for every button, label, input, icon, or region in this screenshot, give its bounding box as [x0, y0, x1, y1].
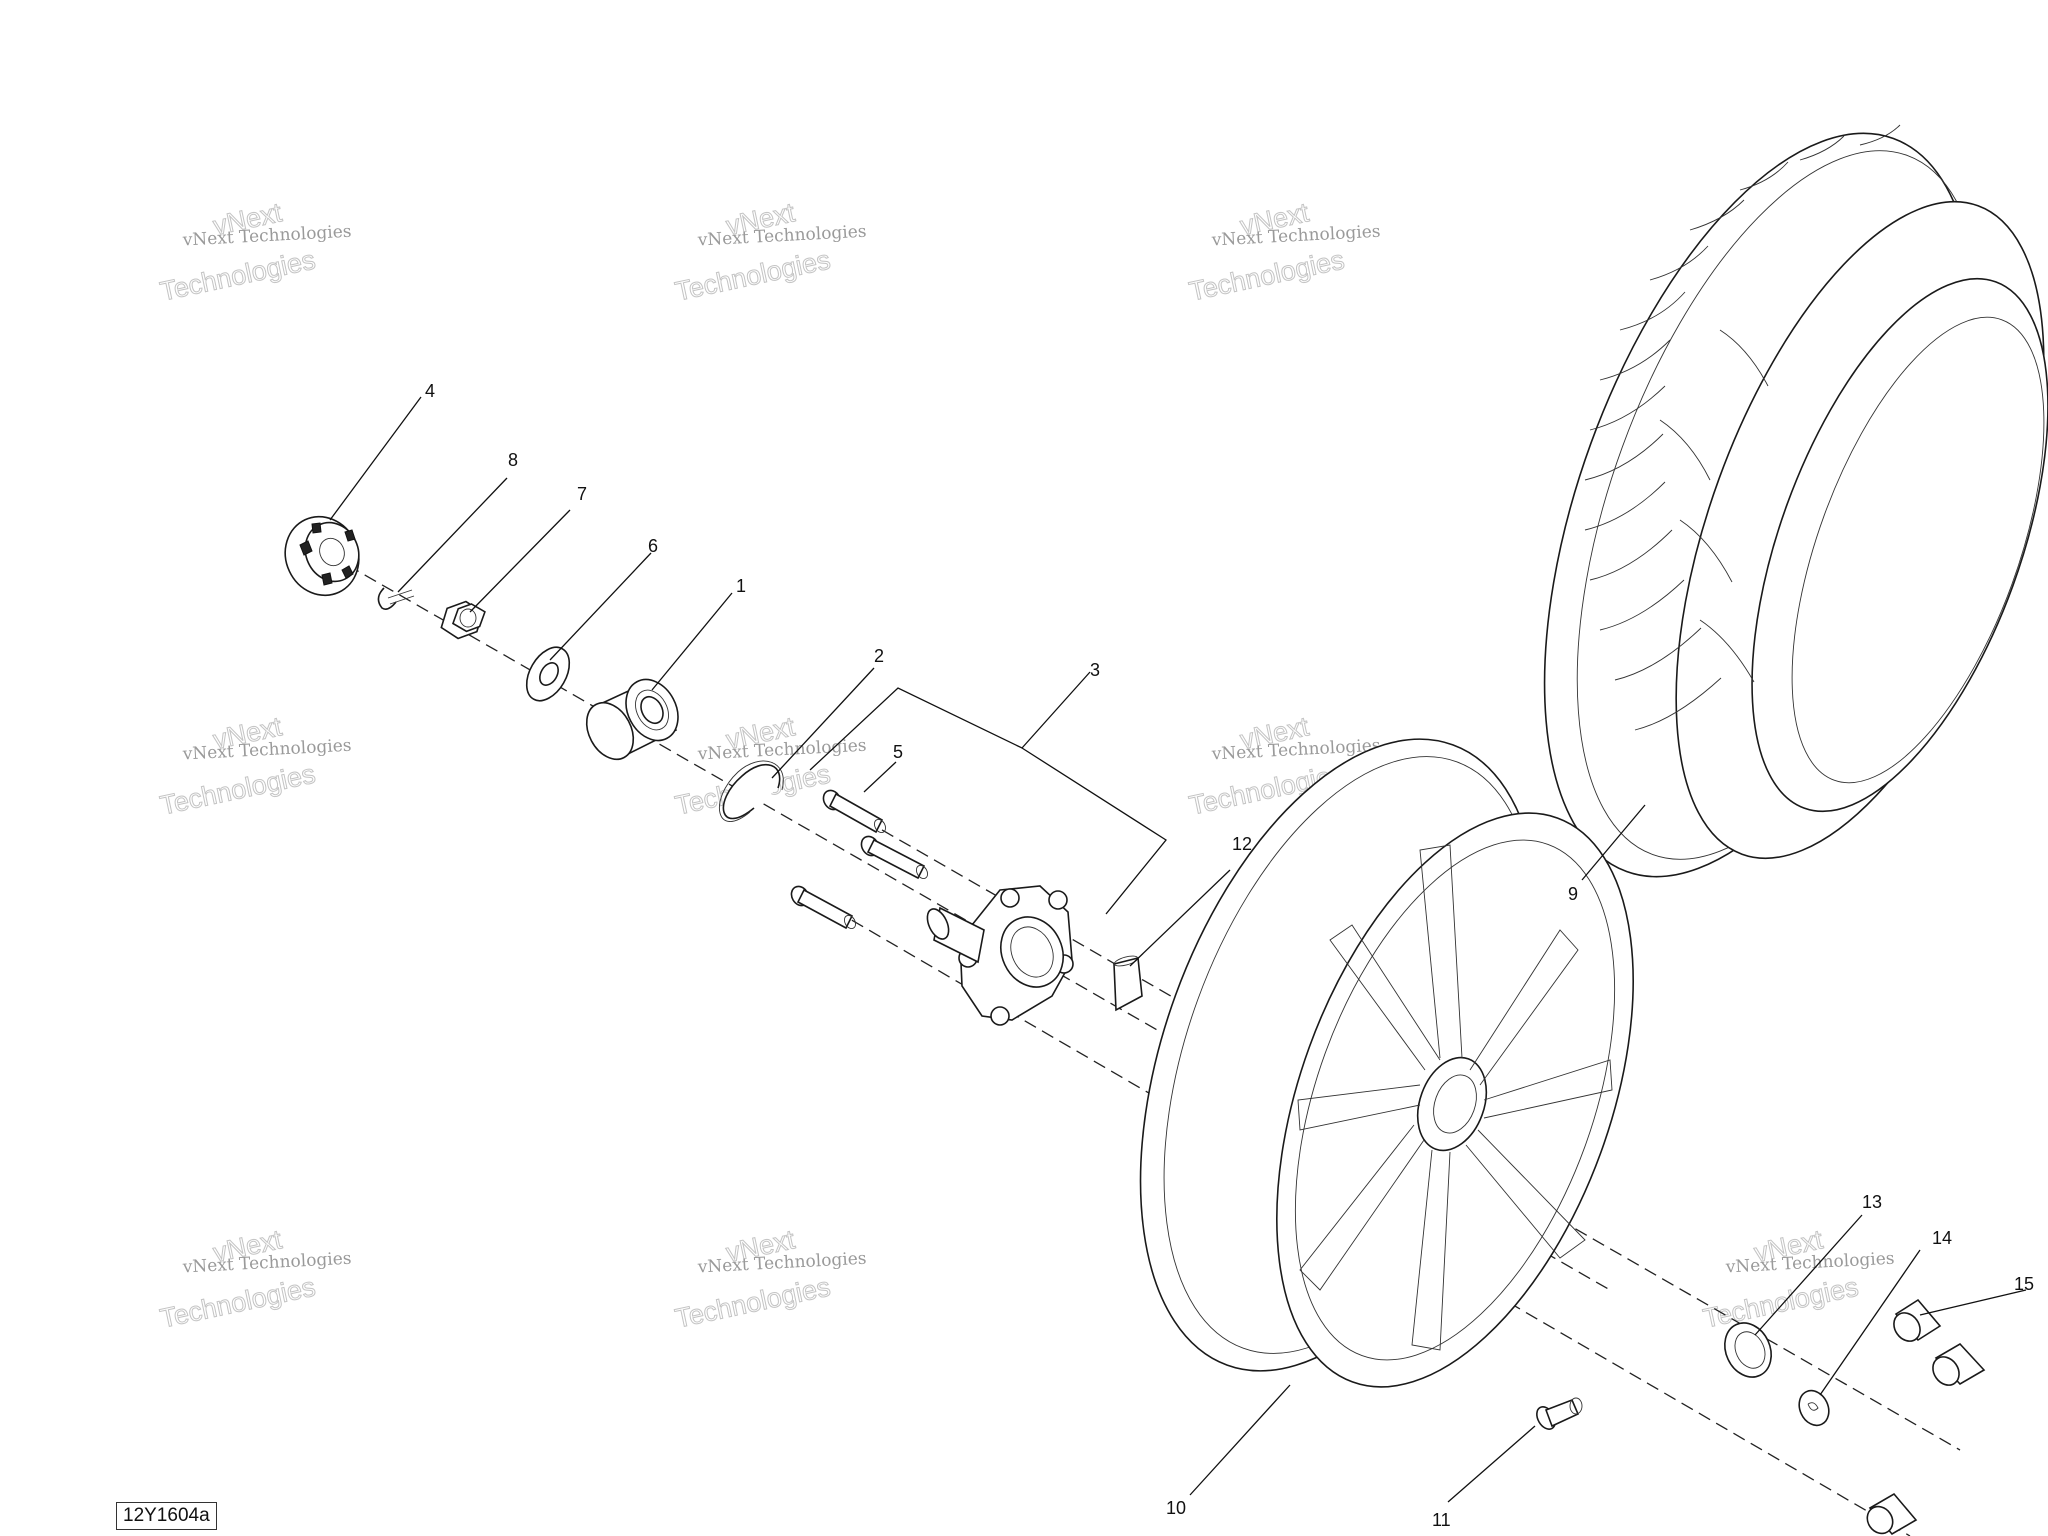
- lug-nut-2: [1932, 1342, 1986, 1386]
- watermark-row-3-col-4: vNext vNext Technologies Technologies: [1700, 1224, 1895, 1334]
- svg-text:Technologies: Technologies: [1187, 245, 1347, 307]
- cotter-pin: [377, 587, 415, 610]
- callout-9: 9: [1568, 884, 1578, 904]
- svg-text:vNext Technologies: vNext Technologies: [696, 1249, 867, 1278]
- svg-text:Technologies: Technologies: [158, 245, 318, 307]
- callout-12: 12: [1232, 834, 1252, 854]
- callout-2: 2: [874, 646, 884, 666]
- watermark-row-3-col-1: vNext vNext Technologies Technologies: [157, 1224, 352, 1334]
- callout-7: 7: [577, 484, 587, 504]
- callout-10: 10: [1166, 1498, 1186, 1518]
- diagram-reference-code: 12Y1604a: [116, 1502, 217, 1530]
- svg-text:vNext Technologies: vNext Technologies: [181, 736, 352, 765]
- svg-text:Technologies: Technologies: [673, 245, 833, 307]
- callout-3: 3: [1090, 660, 1100, 680]
- callout-1: 1: [736, 576, 746, 596]
- watermark-row-3-col-2: vNext vNext Technologies Technologies: [672, 1224, 867, 1334]
- tire: [1543, 124, 2048, 878]
- leader-lines: [329, 396, 2027, 1503]
- watermark-row-2-col-1: vNext vNext Technologies Technologies: [157, 711, 352, 821]
- center-cap-ring: [1724, 1322, 1772, 1378]
- callout-6: 6: [648, 536, 658, 556]
- callout-8: 8: [508, 450, 518, 470]
- hub-sleeve: [1113, 955, 1143, 1012]
- callout-13: 13: [1862, 1192, 1882, 1212]
- retaining-ring: [718, 760, 784, 822]
- wheel-hub: [926, 885, 1074, 1026]
- svg-text:Technologies: Technologies: [1701, 1272, 1861, 1334]
- svg-text:vNext Technologies: vNext Technologies: [181, 1249, 352, 1278]
- callout-14: 14: [1932, 1228, 1952, 1248]
- svg-text:vNext Technologies: vNext Technologies: [1210, 222, 1381, 251]
- callout-15: 15: [2014, 1274, 2034, 1294]
- wheel-bearing: [585, 678, 679, 761]
- watermark-row-1-col-3: vNext vNext Technologies Technologies: [1186, 197, 1381, 307]
- wheel-stud-middle: [860, 835, 929, 880]
- svg-text:Technologies: Technologies: [158, 1272, 318, 1334]
- watermark-row-1-col-1: vNext vNext Technologies Technologies: [157, 197, 352, 307]
- valve-stem: [1536, 1397, 1583, 1430]
- svg-text:vNext Technologies: vNext Technologies: [696, 222, 867, 251]
- wheel-stud-lower: [790, 885, 857, 930]
- wheel-stud-upper: [822, 789, 887, 834]
- svg-text:Technologies: Technologies: [673, 1272, 833, 1334]
- callout-4: 4: [425, 381, 435, 401]
- castle-nut: [440, 600, 486, 640]
- svg-text:vNext Technologies: vNext Technologies: [181, 222, 352, 251]
- lug-nut-3: [1866, 1492, 1918, 1536]
- svg-text:Technologies: Technologies: [158, 759, 318, 821]
- emblem-badge: [1798, 1389, 1830, 1427]
- lug-nut-1: [1893, 1298, 1942, 1342]
- wheel-rim: [1139, 738, 1634, 1388]
- watermark-row-1-col-2: vNext vNext Technologies Technologies: [672, 197, 867, 307]
- washer: [525, 646, 571, 702]
- callout-11: 11: [1432, 1510, 1451, 1530]
- callout-5: 5: [893, 742, 903, 762]
- hub-cap: [284, 515, 360, 597]
